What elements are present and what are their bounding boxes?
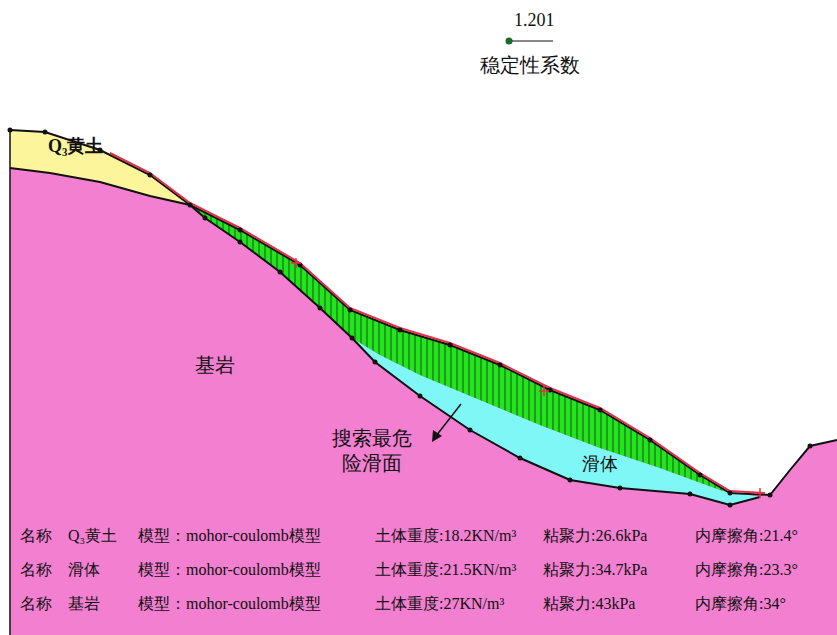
table-cell: 内摩擦角:23.3° [695, 561, 798, 578]
table-cell: 模型：mohor-coulomb模型 [138, 561, 321, 578]
table-cell: 名称 [20, 527, 52, 544]
table-cell: 名称 [20, 595, 52, 612]
leader-arrowhead [432, 430, 442, 442]
label-box: 搜索最危险滑面 [330, 426, 414, 476]
label-box: Q₃黄土 [68, 526, 117, 547]
node-dot [43, 130, 48, 135]
bedrock-region [10, 130, 837, 635]
label-box: 名称 [20, 594, 52, 615]
table-cell: 土体重度:18.2KN/m³ [375, 527, 516, 544]
red-surface-line [110, 153, 765, 493]
label-box: 模型：mohor-coulomb模型 [138, 526, 321, 547]
node-dot [688, 492, 693, 497]
factor-dot [506, 38, 513, 45]
label-box: 模型：mohor-coulomb模型 [138, 560, 321, 581]
node-dot [398, 328, 403, 333]
node-dot [148, 173, 153, 178]
label-box: 粘聚力:43kPa [543, 594, 635, 615]
node-dot [418, 394, 423, 399]
table-cell: 模型：mohor-coulomb模型 [138, 527, 321, 544]
factor-caption: 稳定性系数 [480, 54, 580, 76]
leader-arrow [436, 404, 461, 436]
label-box: 土体重度:18.2KN/m³ [375, 526, 516, 547]
node-dot [318, 306, 323, 311]
table-cell: 粘聚力:26.6kPa [543, 527, 647, 544]
node-dot [728, 503, 733, 508]
table-cell: 基岩 [68, 595, 100, 612]
label-box: 土体重度:21.5KN/m³ [375, 560, 516, 581]
label-box: 基岩 [68, 594, 100, 615]
table-cell: 内摩擦角:34° [695, 595, 786, 612]
node-dot [598, 408, 603, 413]
label-box: 名称 [20, 560, 52, 581]
label-box: 内摩擦角:23.3° [695, 560, 798, 581]
node-dot [350, 336, 355, 341]
table-cell: 粘聚力:34.7kPa [543, 561, 647, 578]
slip-surface [205, 218, 760, 505]
node-dot [808, 444, 813, 449]
label-box: 模型：mohor-coulomb模型 [138, 594, 321, 615]
label-box: 内摩擦角:21.4° [695, 526, 798, 547]
label-box: 土体重度:27KN/m³ [375, 594, 504, 615]
region-label: 滑体 [582, 454, 618, 474]
loess-boundary [10, 168, 205, 218]
factor-underline [512, 41, 553, 42]
region-label: Q₃黄土 [48, 136, 103, 156]
label-box: 1.201 [514, 10, 555, 31]
node-dot [498, 363, 503, 368]
slope-left-edge [9, 130, 11, 635]
table-cell: 粘聚力:43kPa [543, 595, 635, 612]
label-box: 基岩 [195, 352, 235, 379]
table-cell: 土体重度:21.5KN/m³ [375, 561, 516, 578]
label-box: 名称 [20, 526, 52, 547]
table-cell: 名称 [20, 561, 52, 578]
red-crosses [291, 258, 765, 498]
label-box: 滑体 [582, 452, 618, 476]
node-dot [238, 240, 243, 245]
node-dot [698, 473, 703, 478]
node-dot [648, 438, 653, 443]
node-dots [8, 128, 813, 508]
node-dot [468, 428, 473, 433]
loess-region [10, 130, 190, 205]
label-box: 粘聚力:34.7kPa [543, 560, 647, 581]
label-box: 粘聚力:26.6kPa [543, 526, 647, 547]
table-cell: Q₃黄土 [68, 527, 117, 544]
node-dot [618, 486, 623, 491]
label-box: Q₃黄土 [48, 134, 103, 158]
table-cell: 内摩擦角:21.4° [695, 527, 798, 544]
table-cell: 模型：mohor-coulomb模型 [138, 595, 321, 612]
node-dot [518, 456, 523, 461]
table-cell: 滑体 [68, 561, 100, 578]
node-dot [768, 493, 773, 498]
callout-label: 搜索最危险滑面 [332, 427, 412, 474]
ground-surface [10, 130, 837, 495]
node-dot [203, 216, 208, 221]
node-dot [238, 228, 243, 233]
region-label: 基岩 [195, 354, 235, 376]
node-dot [348, 308, 353, 313]
node-dot [728, 491, 733, 496]
label-box: 滑体 [68, 560, 100, 581]
table-cell: 土体重度:27KN/m³ [375, 595, 504, 612]
node-dot [448, 343, 453, 348]
node-dot [8, 128, 13, 133]
node-dot [373, 360, 378, 365]
label-box: 内摩擦角:34° [695, 594, 786, 615]
node-dot [188, 203, 193, 208]
factor-value: 1.201 [514, 10, 555, 30]
node-dot [568, 478, 573, 483]
node-dot [278, 270, 283, 275]
label-box: 稳定性系数 [480, 52, 580, 79]
